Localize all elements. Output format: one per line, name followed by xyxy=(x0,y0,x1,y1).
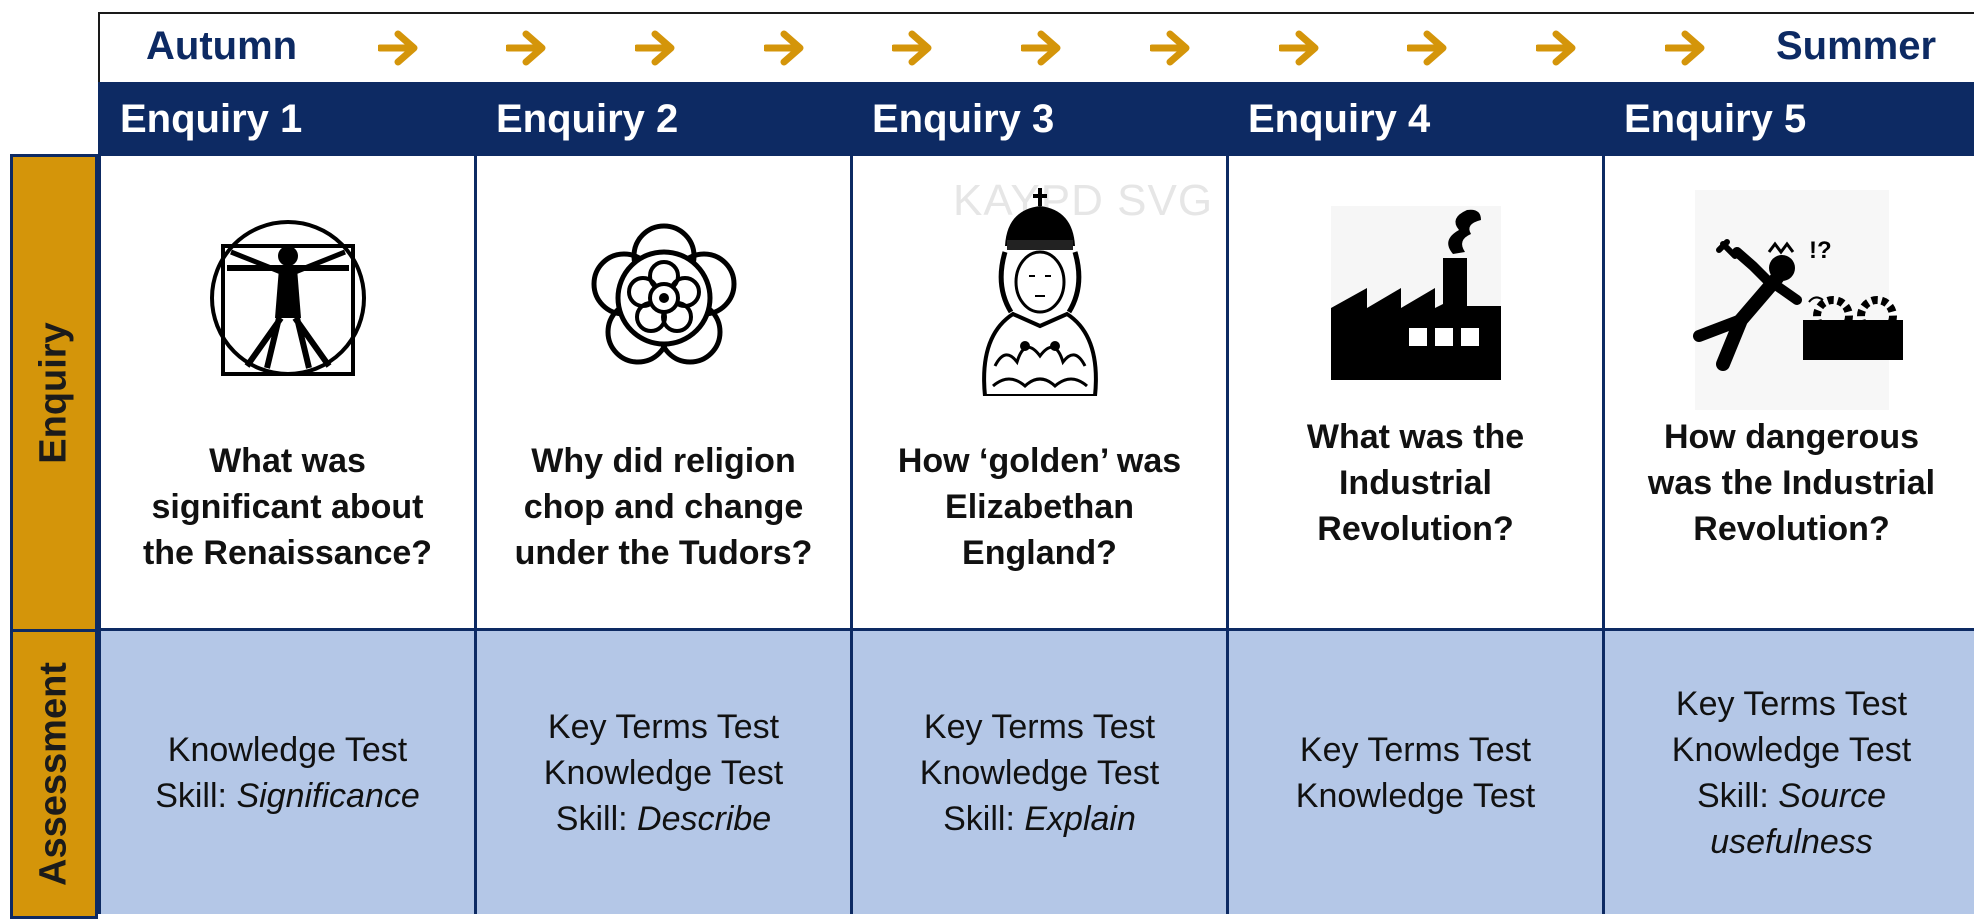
arrow-right-icon xyxy=(892,30,932,66)
enquiry-question: How ‘golden’ was Elizabethan England? xyxy=(853,438,1226,576)
factory-icon xyxy=(1330,206,1501,380)
assessment-line: Key Terms Test xyxy=(1299,730,1532,769)
question-line: How ‘golden’ was xyxy=(897,442,1182,480)
assessment-line: Knowledge Test xyxy=(919,753,1160,792)
enquiry-4-header: Enquiry 4 xyxy=(1248,97,1431,141)
assessment-line: Key Terms Test xyxy=(923,707,1156,746)
question-line: Revolution? xyxy=(1317,510,1514,548)
skill-prefix: Skill: xyxy=(555,799,628,838)
enquiry-question: What was the Industrial Revolution? xyxy=(1229,414,1602,552)
enquiry-cell: KAYPD SVG How ‘golden’ was Elizabethan E… xyxy=(850,156,1226,631)
arrow-right-icon xyxy=(1536,30,1576,66)
skill-line: Skill: Significance xyxy=(101,773,474,819)
skill-line: Skill: Source xyxy=(1605,773,1974,819)
assessment-text: Key Terms Test Knowledge Test xyxy=(1229,727,1602,819)
machine-accident-icon: !? xyxy=(1692,190,1903,410)
skill-name: Significance xyxy=(236,776,420,815)
arrow-right-icon xyxy=(1665,30,1705,66)
enquiry-3-header: Enquiry 3 xyxy=(872,97,1055,141)
arrow-right-icon xyxy=(506,30,546,66)
assessment-line: Knowledge Test xyxy=(1295,776,1536,815)
skill-prefix: Skill: xyxy=(155,776,227,815)
enquiry-question: Why did religion chop and change under t… xyxy=(477,438,850,576)
question-line: Revolution? xyxy=(1693,510,1890,548)
enquiry-cell: What was the Industrial Revolution? xyxy=(1226,156,1602,631)
question-line: Elizabethan xyxy=(945,488,1134,526)
assessment-cell: Knowledge Test Skill: Significance xyxy=(98,631,474,914)
question-line: under the Tudors? xyxy=(514,534,813,572)
tudor-rose-icon xyxy=(591,223,736,365)
watermark: KAYPD SVG xyxy=(953,176,1214,225)
question-line: Industrial xyxy=(1338,464,1493,502)
enquiry-cell: !? How dangerous was the Industrial Revo… xyxy=(1602,156,1974,631)
enquiry-1-header: Enquiry 1 xyxy=(120,97,303,141)
question-line: was the Industrial xyxy=(1647,464,1936,502)
question-line: significant about xyxy=(151,488,424,526)
skill-prefix: Skill: xyxy=(943,799,1015,838)
arrow-right-icon xyxy=(1021,30,1061,66)
queen-elizabeth-icon xyxy=(981,188,1098,396)
assessment-text: Key Terms Test Knowledge Test Skill: Exp… xyxy=(853,704,1226,842)
arrow-right-icon xyxy=(1150,30,1190,66)
enquiry-question: What was significant about the Renaissan… xyxy=(101,438,474,576)
enquiry-column-4: What was the Industrial Revolution? Key … xyxy=(1226,156,1602,914)
question-line: Why did religion xyxy=(531,442,796,480)
arrow-right-icon xyxy=(1279,30,1319,66)
enquiry-2-header: Enquiry 2 xyxy=(496,97,679,141)
question-line: chop and change xyxy=(523,488,804,526)
arrow-right-icon xyxy=(378,30,418,66)
skill-line: Skill: Describe xyxy=(477,796,850,842)
skill-name: Explain xyxy=(1024,799,1136,838)
timeline-end-label: Summer xyxy=(1776,24,1937,68)
assessment-text: Key Terms Test Knowledge Test Skill: Des… xyxy=(477,704,850,842)
enquiry-side-label: Enquiry xyxy=(10,154,98,632)
skill-name: Describe xyxy=(637,799,772,838)
enquiry-grid: What was significant about the Renaissan… xyxy=(98,156,1974,914)
enquiry-cell: Why did religion chop and change under t… xyxy=(474,156,850,631)
skill-line: Skill: Explain xyxy=(853,796,1226,842)
enquiry-5-header: Enquiry 5 xyxy=(1624,97,1807,141)
enquiry-side-text: Enquiry xyxy=(32,322,75,464)
skill-name: Source xyxy=(1778,776,1886,815)
skill-name: usefulness xyxy=(1710,822,1873,861)
assessment-line: Knowledge Test xyxy=(543,753,784,792)
enquiry-question: How dangerous was the Industrial Revolut… xyxy=(1605,414,1974,552)
skill-line-continued: usefulness xyxy=(1605,819,1974,865)
assessment-cell: Key Terms Test Knowledge Test Skill: Sou… xyxy=(1602,631,1974,914)
vitruvian-man-icon xyxy=(209,220,366,376)
assessment-line: Knowledge Test xyxy=(167,730,408,769)
enquiry-column-2: Why did religion chop and change under t… xyxy=(474,156,850,914)
enquiry-header-row: Enquiry 1 Enquiry 2 Enquiry 3 Enquiry 4 … xyxy=(98,82,1974,156)
arrow-right-icon xyxy=(635,30,675,66)
timeline-row: Autumn Summer xyxy=(98,12,1974,82)
question-line: How dangerous xyxy=(1663,418,1920,456)
svg-text:!?: !? xyxy=(1809,237,1832,264)
question-line: the Renaissance? xyxy=(142,534,433,572)
assessment-cell: Key Terms Test Knowledge Test xyxy=(1226,631,1602,914)
assessment-cell: Key Terms Test Knowledge Test Skill: Exp… xyxy=(850,631,1226,914)
assessment-line: Key Terms Test xyxy=(1675,684,1908,723)
question-line: What was xyxy=(209,442,366,480)
assessment-text: Knowledge Test Skill: Significance xyxy=(101,727,474,819)
enquiry-column-3: KAYPD SVG How ‘golden’ was Elizabethan E… xyxy=(850,156,1226,914)
arrow-right-icon xyxy=(764,30,804,66)
assessment-side-label: Assessment xyxy=(10,629,98,919)
assessment-cell: Key Terms Test Knowledge Test Skill: Des… xyxy=(474,631,850,914)
assessment-side-text: Assessment xyxy=(32,662,75,886)
arrow-right-icon xyxy=(1407,30,1447,66)
enquiry-column-1: What was significant about the Renaissan… xyxy=(98,156,474,914)
enquiry-column-5: !? How dangerous was the Industrial Revo… xyxy=(1602,156,1974,914)
enquiry-cell: What was significant about the Renaissan… xyxy=(98,156,474,631)
question-line: What was the xyxy=(1306,418,1525,456)
assessment-line: Key Terms Test xyxy=(547,707,780,746)
question-line: England? xyxy=(962,534,1117,572)
skill-prefix: Skill: xyxy=(1697,776,1769,815)
assessment-line: Knowledge Test xyxy=(1671,730,1912,769)
timeline-start-label: Autumn xyxy=(146,24,298,68)
assessment-text: Key Terms Test Knowledge Test Skill: Sou… xyxy=(1605,681,1974,865)
